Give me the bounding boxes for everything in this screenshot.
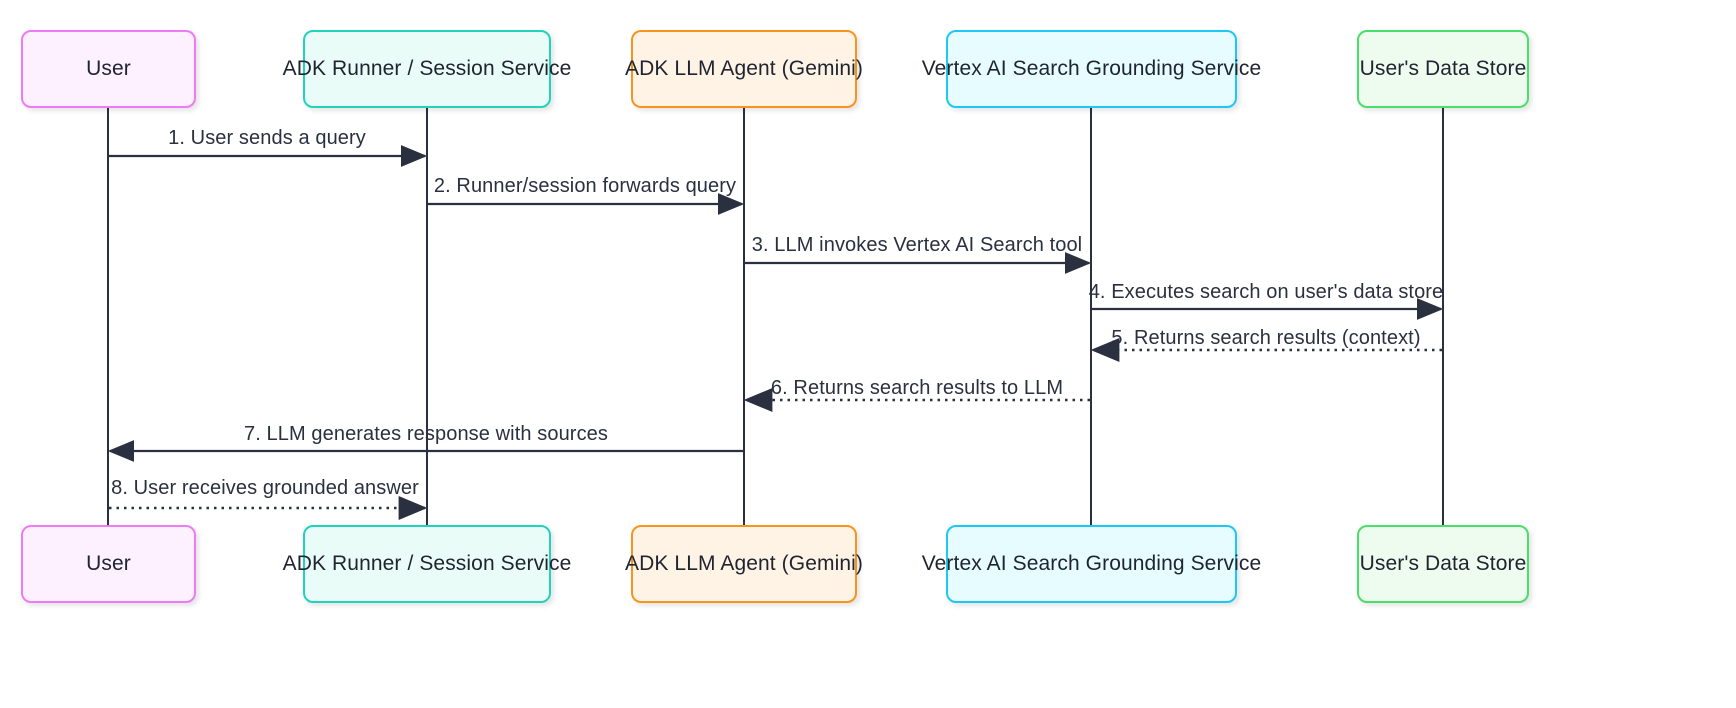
participant-box-search-top[interactable]: Vertex AI Search Grounding Service [922, 30, 1261, 108]
message-arrows-group [107, 145, 1444, 520]
message-label-3: 3. LLM invokes Vertex AI Search tool [751, 234, 1083, 256]
participant-label-agent: ADK LLM Agent (Gemini) [625, 56, 863, 80]
message-label-6: 6. Returns search results to LLM [770, 377, 1064, 399]
participant-label-user: User [86, 551, 131, 575]
participant-box-datastore-top[interactable]: User's Data Store [1357, 30, 1529, 108]
participant-label-runner: ADK Runner / Session Service [282, 551, 572, 575]
participant-box-runner-top[interactable]: ADK Runner / Session Service [283, 30, 571, 108]
participant-box-agent-top[interactable]: ADK LLM Agent (Gemini) [625, 30, 863, 108]
message-label-5: 5. Returns search results (context) [1111, 327, 1421, 349]
message-label-4: 4. Executes search on user's data store [1088, 281, 1444, 303]
participant-box-datastore-bottom[interactable]: User's Data Store [1357, 525, 1529, 603]
message-label-1: 1. User sends a query [168, 127, 366, 149]
participant-box-runner-bottom[interactable]: ADK Runner / Session Service [283, 525, 571, 603]
participant-label-search: Vertex AI Search Grounding Service [921, 56, 1262, 80]
participant-label-datastore: User's Data Store [1359, 551, 1527, 575]
message-label-7: 7. LLM generates response with sources [244, 423, 608, 445]
participant-label-search: Vertex AI Search Grounding Service [921, 551, 1262, 575]
participant-box-user-top[interactable]: User [21, 30, 196, 108]
participant-label-runner: ADK Runner / Session Service [282, 56, 572, 80]
message-label-2: 2. Runner/session forwards query [433, 175, 737, 197]
participant-box-user-bottom[interactable]: User [21, 525, 196, 603]
participant-label-agent: ADK LLM Agent (Gemini) [625, 551, 863, 575]
participant-box-search-bottom[interactable]: Vertex AI Search Grounding Service [922, 525, 1261, 603]
participant-label-user: User [86, 56, 131, 80]
lifelines-group [107, 108, 1444, 525]
participant-label-datastore: User's Data Store [1359, 56, 1527, 80]
participant-box-agent-bottom[interactable]: ADK LLM Agent (Gemini) [625, 525, 863, 603]
message-label-8: 8. User receives grounded answer [111, 477, 419, 499]
